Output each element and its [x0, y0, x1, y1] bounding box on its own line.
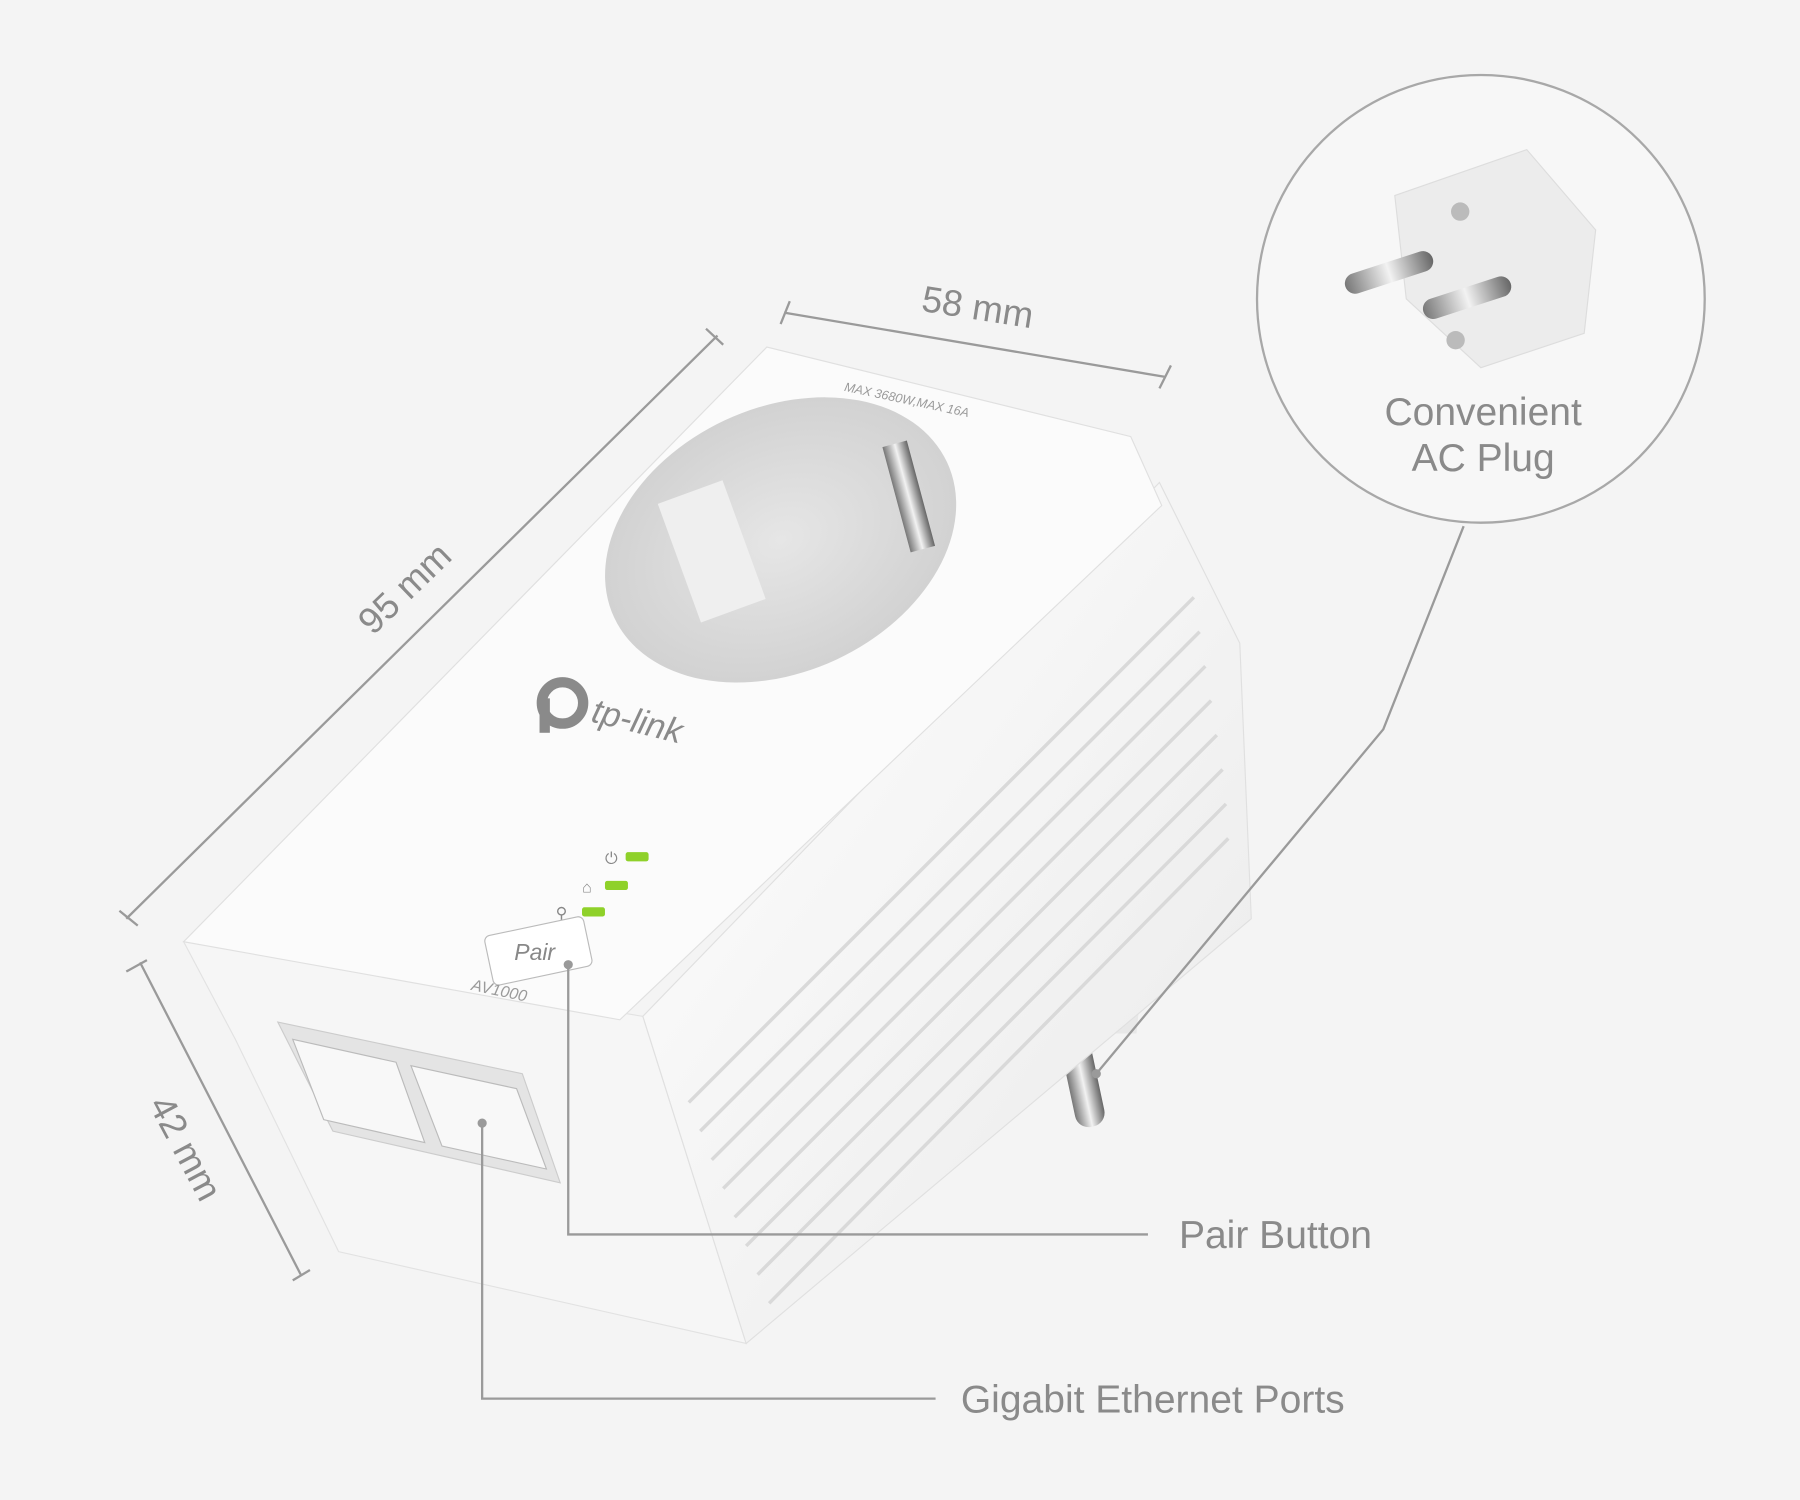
ethernet-ports-leader	[480, 1123, 936, 1400]
ac-plug-inset: Convenient AC Plug	[1255, 73, 1706, 524]
ethernet-port-1	[291, 1038, 426, 1144]
dimension-width-label: 58 mm	[919, 278, 1036, 336]
dimension-depth-label: 42 mm	[141, 1089, 230, 1207]
power-icon: ⏻	[605, 850, 618, 868]
pair-button-label: Pair	[514, 939, 556, 965]
vents	[687, 596, 1230, 1305]
plug-pin-left	[1344, 251, 1434, 294]
ac-plug-label-line2: AC Plug	[1412, 437, 1555, 480]
pair-button-leader	[567, 964, 1148, 1236]
plug-pin-right	[1422, 276, 1512, 320]
power-led	[625, 852, 649, 862]
ethernet-ports-callout: Gigabit Ethernet Ports	[961, 1378, 1345, 1421]
dimension-length-label: 95 mm	[350, 535, 459, 642]
powerline-adapter: MAX 3680W,MAX 16A tp-link ⏻ ⌂ ⚲ Pair AV1…	[182, 346, 1252, 1345]
ac-plug-label-line1: Convenient	[1384, 391, 1582, 434]
ethernet-icon: ⚲	[556, 905, 568, 923]
powerline-icon: ⌂	[582, 878, 592, 896]
ethernet-port-2	[410, 1064, 548, 1170]
ethernet-led	[582, 907, 605, 917]
powerline-led	[604, 880, 628, 891]
pair-button-callout: Pair Button	[1179, 1214, 1372, 1257]
power-socket	[605, 397, 957, 683]
ac-plug-leader	[1095, 525, 1465, 1075]
status-leds: ⏻ ⌂ ⚲	[556, 850, 649, 923]
ethernet-ports	[276, 1021, 562, 1184]
